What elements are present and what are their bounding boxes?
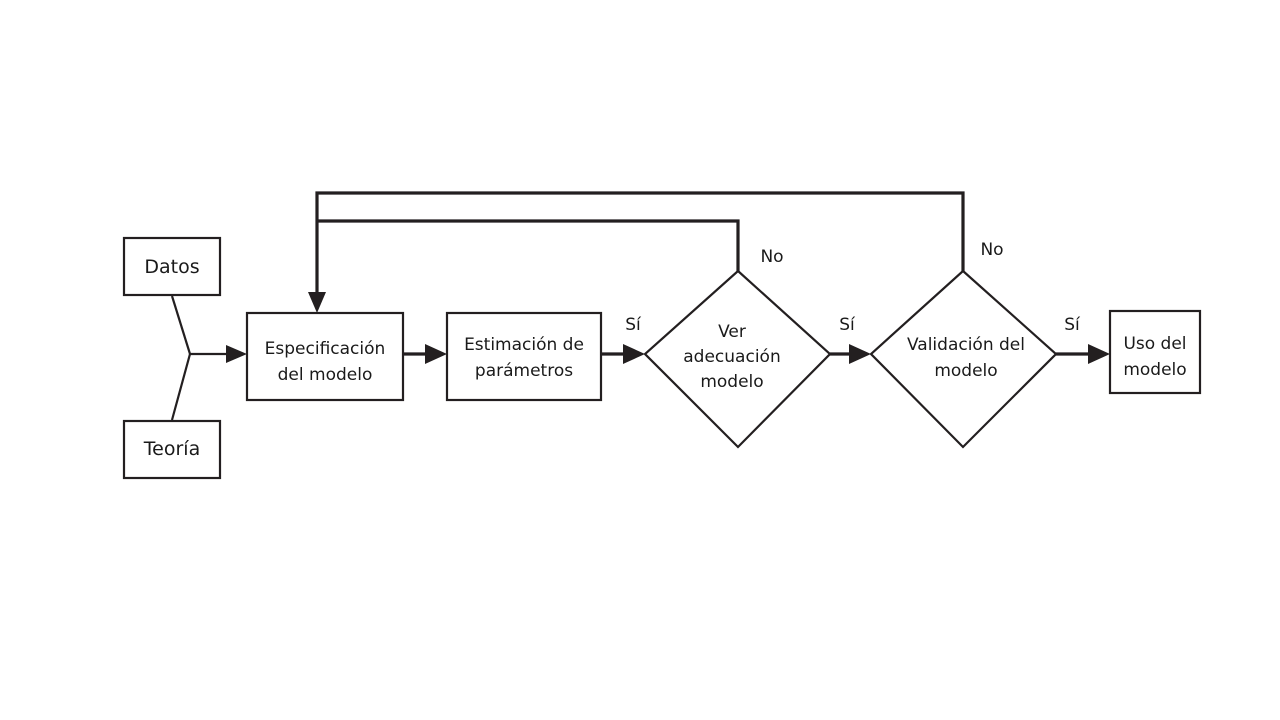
node-especificacion-line1: Especificación: [265, 339, 386, 359]
node-especificacion: Especificación del modelo: [245, 311, 405, 402]
loop-no-adecuacion: [317, 219, 740, 271]
node-uso: Uso del modelo: [1108, 309, 1202, 395]
arrowhead-merge: [226, 345, 247, 363]
arrowhead-into-especificacion: [308, 292, 326, 313]
node-adecuacion: Ver adecuación modelo: [643, 269, 832, 449]
node-datos: Datos: [122, 236, 222, 297]
node-especificacion-line2: del modelo: [278, 365, 373, 385]
connector-teoria: [170, 353, 192, 421]
node-estimacion-line2: parámetros: [475, 361, 573, 381]
loop-no-validacion: [315, 191, 965, 296]
node-estimacion: Estimación de parámetros: [445, 311, 603, 402]
node-uso-line2: modelo: [1123, 360, 1186, 380]
node-teoria: Teoría: [122, 419, 222, 480]
edge-label-yes-adecuacion: Sí: [625, 315, 642, 335]
node-validacion-line1: Validación del: [907, 335, 1025, 355]
node-adecuacion-line2: adecuación: [683, 347, 780, 367]
connector-datos: [170, 295, 192, 355]
node-teoria-label: Teoría: [143, 438, 200, 460]
node-adecuacion-line3: modelo: [700, 372, 763, 392]
node-validacion-line2: modelo: [934, 361, 997, 381]
edge-label-no-validacion: No: [980, 240, 1003, 260]
arrowhead-est-ade: [623, 344, 645, 364]
arrowhead-ade-val: [849, 344, 871, 364]
arrowhead-esp-est: [425, 344, 447, 364]
edge-label-yes-uso: Sí: [1064, 315, 1081, 335]
node-uso-line1: Uso del: [1123, 334, 1186, 354]
edge-label-no-adecuacion: No: [760, 247, 783, 267]
node-adecuacion-line1: Ver: [718, 322, 746, 342]
node-validacion: Validación del modelo: [869, 269, 1058, 449]
node-datos-label: Datos: [144, 256, 199, 278]
node-estimacion-line1: Estimación de: [464, 335, 584, 355]
arrowhead-val-uso: [1088, 344, 1110, 364]
edge-label-yes-validacion: Sí: [839, 315, 856, 335]
